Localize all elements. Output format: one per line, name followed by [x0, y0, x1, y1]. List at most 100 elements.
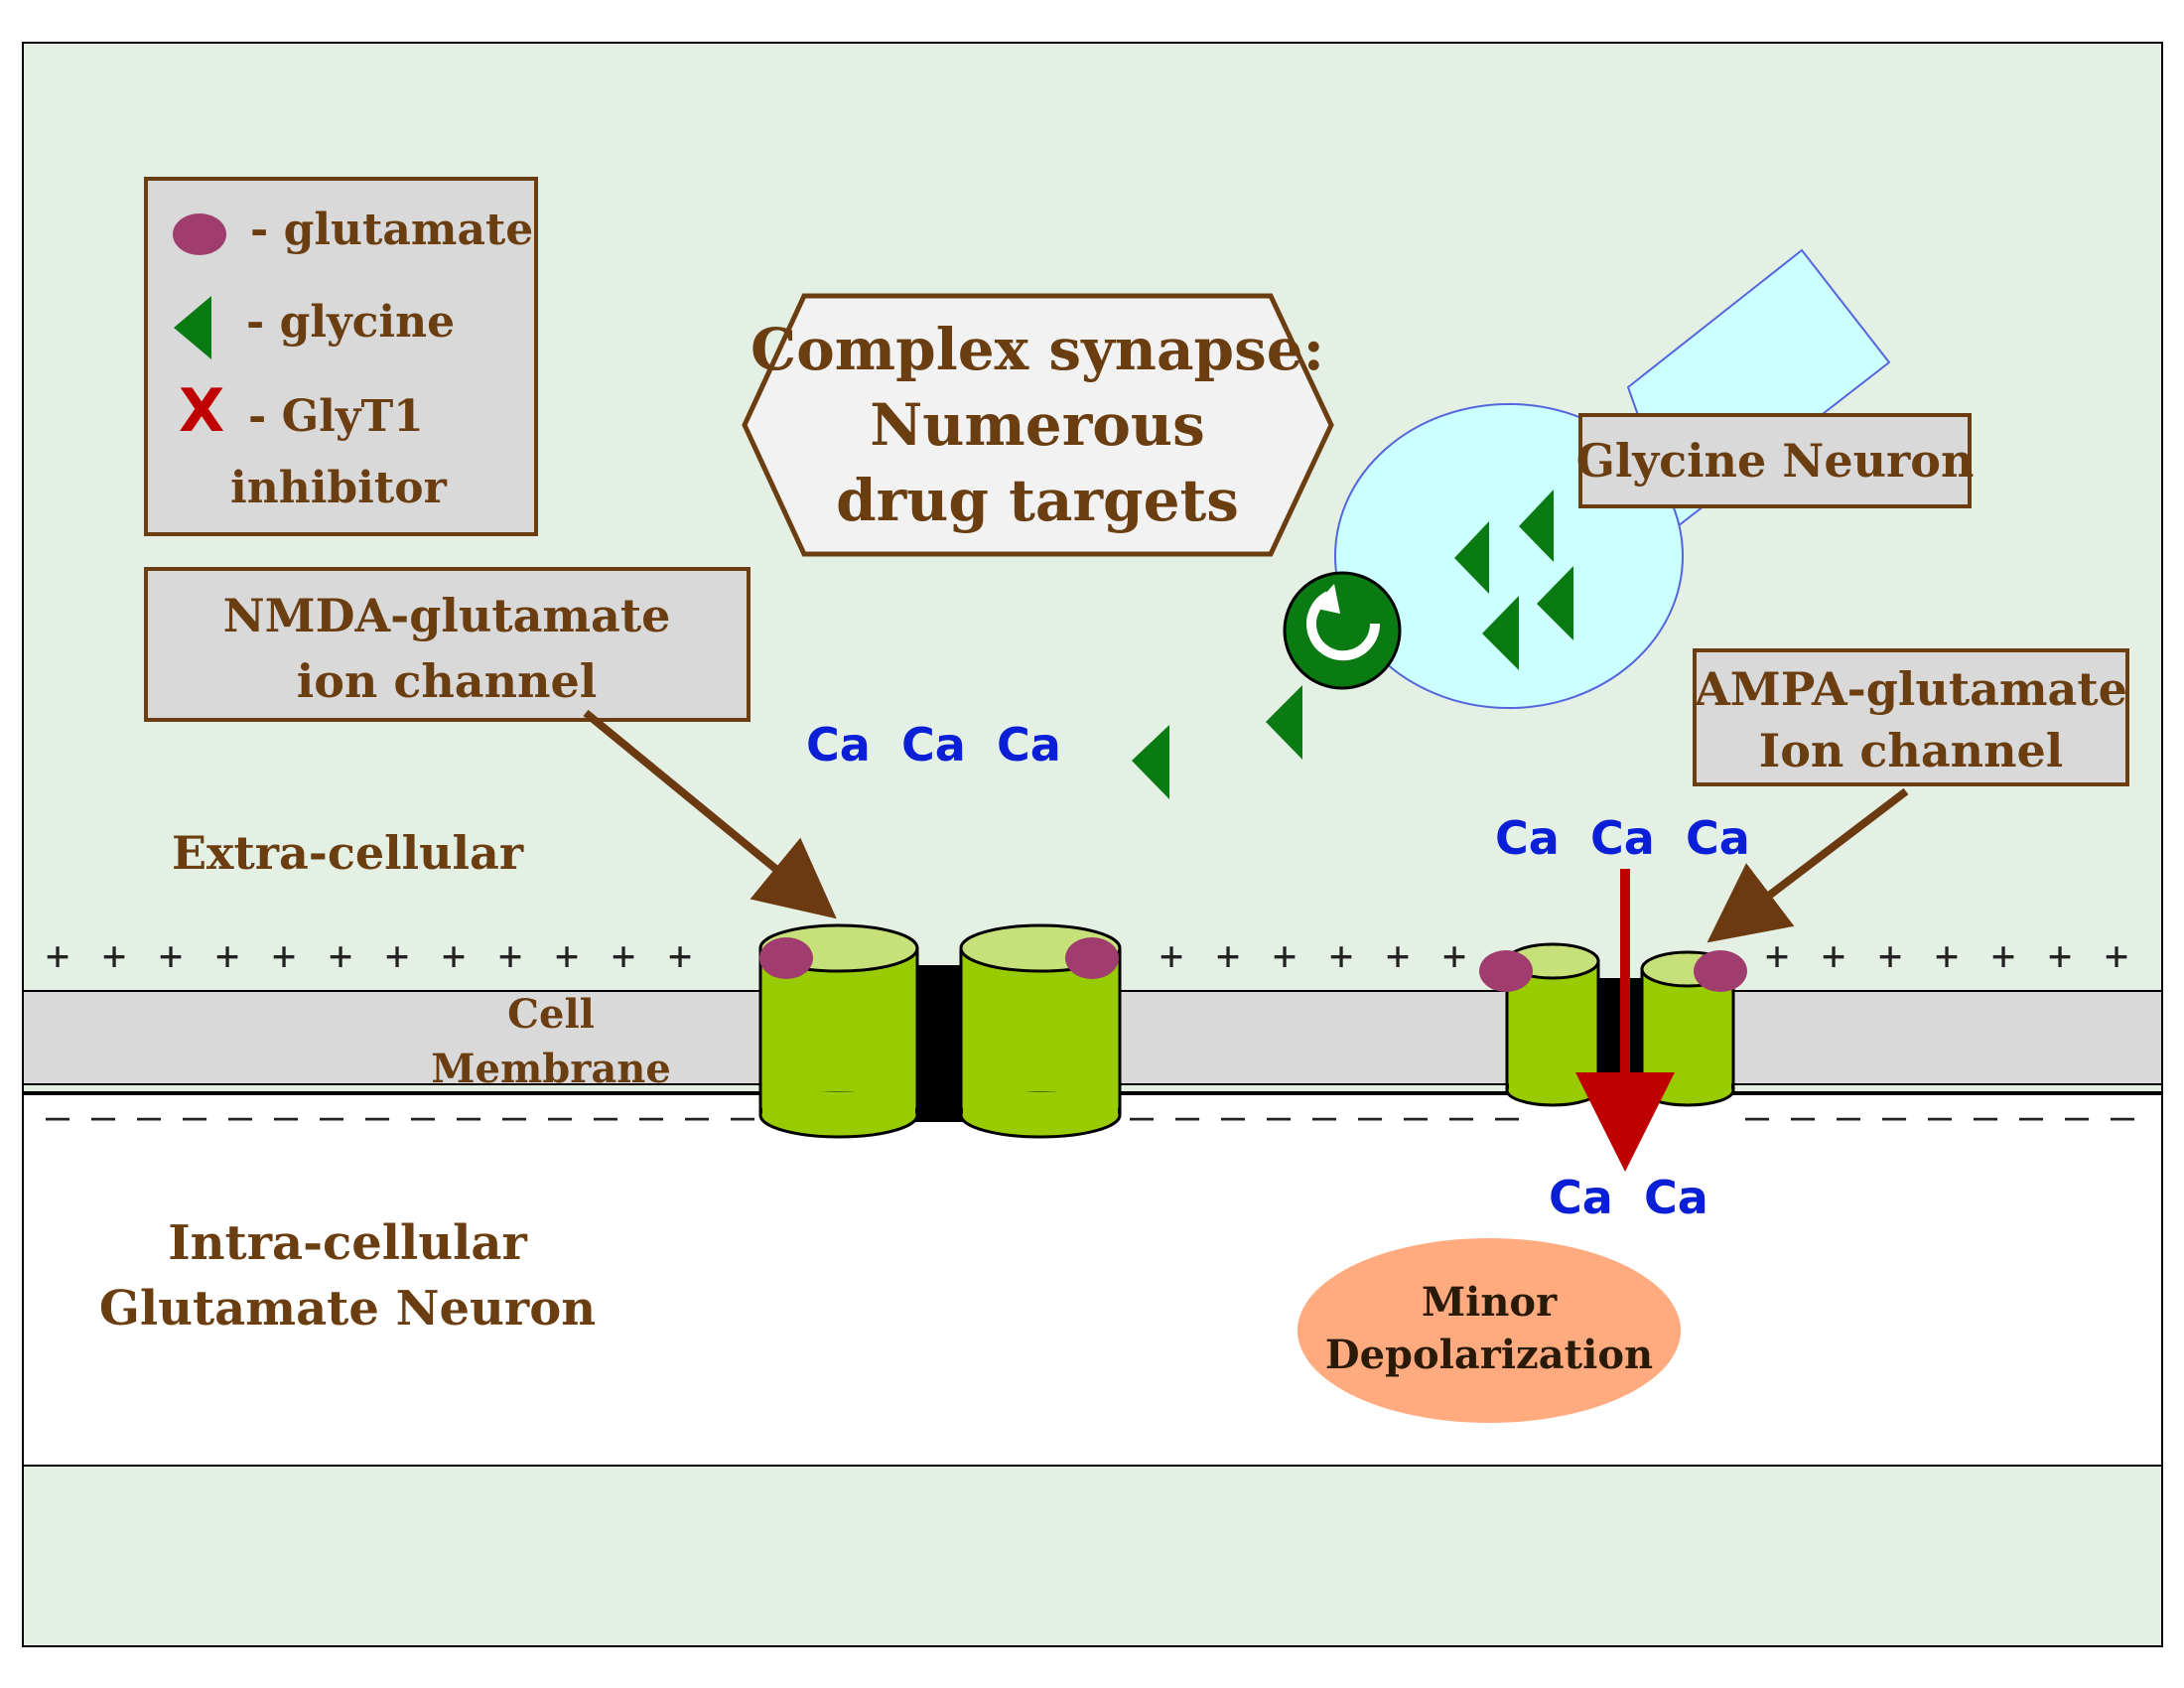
cell-membrane-label-line-2: Membrane	[431, 1046, 671, 1092]
negative-charge-sign: –	[502, 1094, 527, 1140]
calcium-ion: Ca	[1686, 811, 1750, 865]
negative-charge-sign: –	[46, 1094, 70, 1140]
minor-depolarization: Minor Depolarization	[1297, 1238, 1681, 1423]
positive-charge-sign: +	[1386, 933, 1410, 979]
reuptake-arrow-head	[1312, 584, 1340, 614]
transporter-circle	[1283, 571, 1402, 690]
negative-charge-sign: –	[1175, 1094, 1200, 1140]
glycine-molecule	[1482, 596, 1519, 670]
ampa-label: AMPA-glutamate Ion channel	[1693, 648, 2129, 786]
positive-charge-sign: +	[612, 933, 635, 979]
negative-charge-sign: –	[1449, 1094, 1474, 1140]
negative-charge-sign: –	[685, 1094, 710, 1140]
ampa-pointer-arrow	[1706, 787, 1909, 943]
ampa-label-box	[1693, 648, 2129, 786]
nmda-label: NMDA-glutamate ion channel	[144, 567, 751, 722]
negative-charge-sign: –	[594, 1094, 618, 1140]
negative-charge-sign: –	[731, 1094, 755, 1140]
positive-charge-sign: +	[46, 933, 69, 979]
depolarization-label-line-1: Minor	[1422, 1279, 1558, 1326]
legend-glyt1-label: - GlyT1	[248, 391, 424, 442]
negative-charge-sign: –	[411, 1094, 436, 1140]
negative-charge-sign: –	[1837, 1094, 1861, 1140]
title-line-1: Complex synapse:	[751, 316, 1324, 383]
glutamate-bound	[1065, 937, 1119, 979]
title-line-2: Numerous	[870, 391, 1205, 459]
depolarization-label-line-2: Depolarization	[1325, 1332, 1653, 1378]
glyt1-reuptake-transporter	[1283, 571, 1402, 690]
negative-charge-sign: –	[1928, 1094, 1953, 1140]
nmda-pointer-arrow	[583, 709, 837, 919]
positive-charge-sign: +	[668, 933, 692, 979]
glyt1-inhibitor-icon: X	[179, 376, 224, 446]
negative-charge-sign: –	[1745, 1094, 1770, 1140]
ampa-label-line-1: AMPA-glutamate	[1694, 662, 2127, 716]
legend-glycine-label: - glycine	[246, 297, 455, 348]
nmda-label-line-1: NMDA-glutamate	[223, 589, 671, 642]
legend-glutamate-label: - glutamate	[250, 205, 533, 255]
glycine-molecule	[1537, 566, 1573, 640]
positive-charge-sign: +	[1442, 933, 1466, 979]
positive-charge-sign: +	[1216, 933, 1240, 979]
positive-charge-sign: +	[1160, 933, 1183, 979]
negative-charge-sign: –	[1267, 1094, 1292, 1140]
negative-charge-sign: –	[1404, 1094, 1429, 1140]
negative-charge-sign: –	[2065, 1094, 2090, 1140]
negative-charge-sign: –	[457, 1094, 481, 1140]
nmda-label-line-2: ion channel	[297, 654, 598, 708]
positive-charges: +++++++++++++++++++++++++	[46, 933, 2128, 979]
title-line-3: drug targets	[836, 467, 1239, 534]
glycine-molecule	[1454, 521, 1489, 594]
legend: - glutamate - glycine X - GlyT1 inhibito…	[144, 177, 538, 536]
glutamate-bound	[1694, 950, 1747, 992]
positive-charge-sign: +	[385, 933, 409, 979]
positive-charge-sign: +	[1765, 933, 1789, 979]
calcium-ion: Ca	[1644, 1171, 1708, 1224]
positive-charge-sign: +	[1991, 933, 2015, 979]
title-hexagon	[742, 293, 1334, 557]
depolarization-ellipse	[1297, 1238, 1681, 1423]
intracellular-space	[22, 1091, 2163, 1467]
positive-charge-sign: +	[159, 933, 183, 979]
nmda-label-box	[144, 567, 751, 722]
glutamate-icon	[173, 213, 226, 255]
positive-charge-sign: +	[1878, 933, 1902, 979]
positive-charge-sign: +	[1822, 933, 1845, 979]
nmda-channel-pore	[913, 965, 965, 1122]
negative-charge-sign: –	[2019, 1094, 2044, 1140]
negative-charge-sign: –	[1495, 1094, 1520, 1140]
negative-charge-sign: –	[320, 1094, 344, 1140]
negative-charge-sign: –	[183, 1094, 207, 1140]
positive-charge-sign: +	[1329, 933, 1353, 979]
negative-charge-sign: –	[91, 1094, 116, 1140]
positive-charge-sign: +	[215, 933, 239, 979]
calcium-ion: Ca	[901, 718, 966, 772]
glycine-neuron-label: Glycine Neuron	[1576, 413, 1975, 508]
negative-charge-sign: –	[137, 1094, 162, 1140]
positive-charge-sign: +	[102, 933, 126, 979]
negative-charges: ––––––––––––––––––––––––––––––––––	[46, 1094, 2135, 1140]
negative-charge-sign: –	[228, 1094, 253, 1140]
glycine-neuron-label-text: Glycine Neuron	[1576, 434, 1975, 488]
glutamate-bound	[1479, 950, 1533, 992]
calcium-ion: Ca	[1495, 811, 1560, 865]
positive-charge-sign: +	[498, 933, 522, 979]
negative-charge-sign: –	[365, 1094, 390, 1140]
glycine-molecule	[1132, 725, 1169, 799]
negative-charge-sign: –	[274, 1094, 299, 1140]
calcium-ion: Ca	[806, 718, 871, 772]
positive-charge-sign: +	[272, 933, 296, 979]
negative-charge-sign: –	[548, 1094, 573, 1140]
negative-charge-sign: –	[1312, 1094, 1337, 1140]
intracellular-label-line-1: Intra-cellular	[168, 1215, 527, 1271]
title-callout: Complex synapse: Numerous drug targets	[742, 293, 1334, 557]
glycine-molecule	[1519, 490, 1554, 562]
positive-charge-sign: +	[1273, 933, 1297, 979]
glycine-molecule	[1266, 685, 1302, 760]
positive-charge-sign: +	[555, 933, 579, 979]
calcium-ion: Ca	[997, 718, 1061, 772]
intracellular-label-line-2: Glutamate Neuron	[99, 1281, 596, 1336]
negative-charge-sign: –	[2111, 1094, 2135, 1140]
negative-charge-sign: –	[1358, 1094, 1383, 1140]
ampa-channel-subunit-right	[1640, 950, 1735, 1107]
